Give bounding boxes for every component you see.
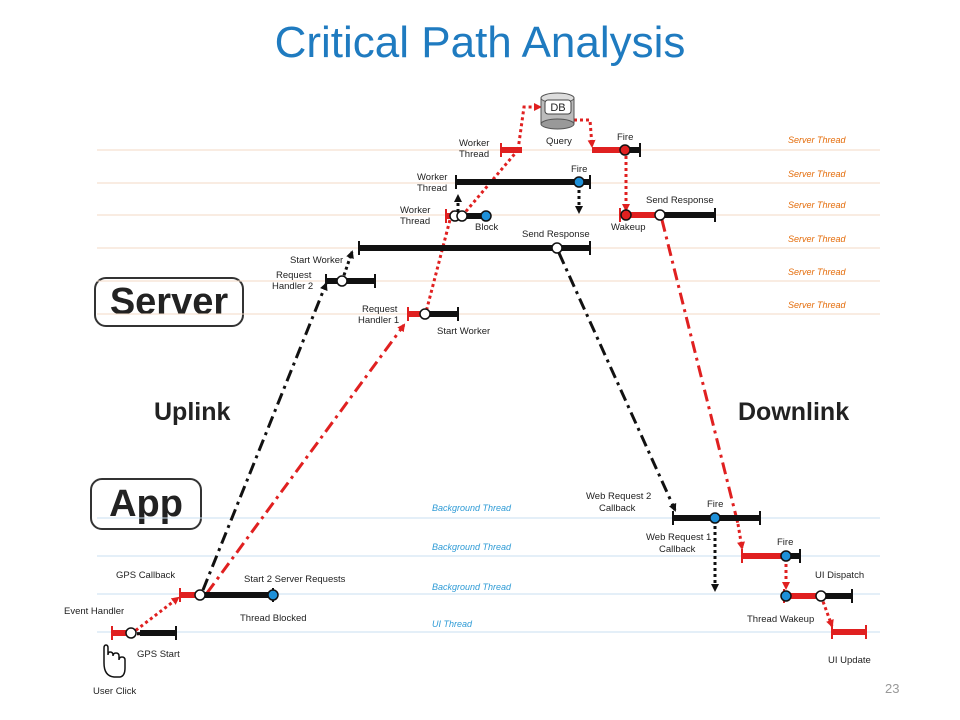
hand-cursor-icon bbox=[103, 644, 126, 678]
worker-node-2 bbox=[456, 210, 468, 222]
send-response-node bbox=[654, 209, 666, 221]
request-label: Request bbox=[276, 270, 312, 281]
send-response-label: Send Response bbox=[646, 195, 714, 206]
start-worker-label: Start Worker bbox=[437, 326, 490, 337]
fire-label: Fire bbox=[571, 164, 587, 175]
fire-label: Fire bbox=[777, 537, 793, 548]
web-request-fire-node bbox=[709, 512, 721, 524]
gps-dotted bbox=[130, 630, 179, 636]
send-response-node-2 bbox=[551, 242, 563, 254]
downlink-label: Downlink bbox=[738, 398, 850, 426]
server-thread-label: Server Thread bbox=[788, 200, 847, 210]
gps-callback-node bbox=[194, 589, 206, 601]
uplink-label: Uplink bbox=[154, 398, 231, 426]
server-thread-label: Server Thread bbox=[788, 234, 847, 244]
page-number: 23 bbox=[885, 681, 900, 696]
gps-callback-connector bbox=[130, 596, 180, 636]
start-worker-connector bbox=[340, 250, 354, 282]
web-request-2-label: Web Request 2 bbox=[586, 491, 651, 502]
db-to-query-connector bbox=[574, 118, 596, 148]
worker-thread-label: Thread bbox=[459, 149, 489, 160]
start-worker-label: Start Worker bbox=[290, 255, 343, 266]
handler2-label: Handler 2 bbox=[272, 281, 313, 292]
handler1-to-worker-connector bbox=[423, 210, 455, 317]
fire-node bbox=[573, 176, 585, 188]
fire-node-red bbox=[619, 144, 631, 156]
background-thread-label: Background Thread bbox=[432, 542, 512, 552]
slide-title: Critical Path Analysis bbox=[274, 18, 686, 67]
worker-thread-label: Thread bbox=[400, 216, 430, 227]
downlink-red-arrow bbox=[660, 219, 740, 525]
query-label: Query bbox=[546, 136, 572, 147]
block-node bbox=[480, 210, 492, 222]
thread-wakeup-label: Thread Wakeup bbox=[747, 614, 814, 625]
ui-dispatch-label: UI Dispatch bbox=[815, 570, 864, 581]
uplink-black-arrow bbox=[201, 282, 328, 591]
thread-blocked-node bbox=[267, 589, 279, 601]
fire-label: Fire bbox=[617, 132, 633, 143]
uplink-red-arrow bbox=[205, 323, 406, 594]
start-worker-node bbox=[336, 275, 348, 287]
request-label: Request bbox=[362, 304, 398, 315]
event-handler-label: Event Handler bbox=[64, 606, 124, 617]
block-label: Block bbox=[475, 222, 498, 233]
worker-thread-label: Worker bbox=[417, 172, 447, 183]
server-thread-label: Server Thread bbox=[788, 300, 847, 310]
downlink-black-arrow bbox=[557, 252, 677, 512]
gps-start-label: GPS Start bbox=[137, 649, 180, 660]
start-worker-node-2 bbox=[419, 308, 431, 320]
ui-thread-label: UI Thread bbox=[432, 619, 473, 629]
server-box: Server bbox=[94, 277, 244, 327]
dispatch-to-update-connector bbox=[819, 595, 834, 628]
server-thread-label: Server Thread bbox=[788, 169, 847, 179]
ui-update-label: UI Update bbox=[828, 655, 871, 666]
handler1-label: Handler 1 bbox=[358, 315, 399, 326]
db-label: DB bbox=[550, 102, 565, 114]
start-2-server-requests-label: Start 2 Server Requests bbox=[244, 574, 346, 585]
event-handler-node bbox=[125, 627, 137, 639]
thread-blocked-label: Thread Blocked bbox=[240, 613, 307, 624]
fire-label: Fire bbox=[707, 499, 723, 510]
worker-thread-label: Thread bbox=[417, 183, 447, 194]
background-thread-label: Background Thread bbox=[432, 503, 512, 513]
server-thread-label: Server Thread bbox=[788, 267, 847, 277]
callback-label: Callback bbox=[659, 544, 696, 555]
ui-dispatch-node bbox=[815, 590, 827, 602]
worker-to-db-connector bbox=[516, 103, 542, 151]
worker-thread-label: Worker bbox=[459, 138, 489, 149]
gps-callback-label: GPS Callback bbox=[116, 570, 175, 581]
fire-to-callback-connector bbox=[736, 523, 745, 550]
wakeup-label: Wakeup bbox=[611, 222, 646, 233]
callback-label: Callback bbox=[599, 503, 636, 514]
user-click-label: User Click bbox=[93, 686, 137, 697]
server-thread-label: Server Thread bbox=[788, 135, 847, 145]
db-icon: DB bbox=[540, 92, 575, 130]
thread-wakeup-node bbox=[780, 590, 792, 602]
worker-thread-label: Worker bbox=[400, 205, 430, 216]
background-thread-label: Background Thread bbox=[432, 582, 512, 592]
app-fire-node bbox=[780, 550, 792, 562]
web-request-1-label: Web Request 1 bbox=[646, 532, 711, 543]
wakeup-node bbox=[620, 209, 632, 221]
send-response-label: Send Response bbox=[522, 229, 590, 240]
